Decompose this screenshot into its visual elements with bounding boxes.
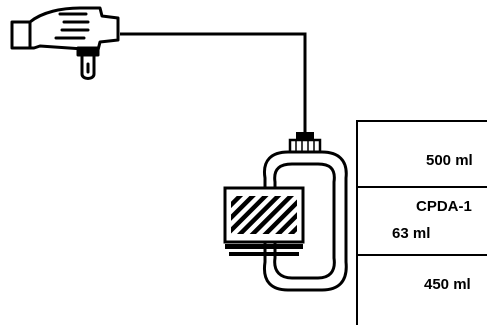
hand-with-needle-icon <box>12 8 118 79</box>
anticoagulant-name-label: CPDA-1 <box>416 198 472 216</box>
bag-label <box>225 188 303 256</box>
bag-volume-label: 500 ml <box>426 152 473 170</box>
legend-row-blood-volume: 450 ml <box>358 256 487 325</box>
collection-tube <box>120 34 305 132</box>
legend-row-anticoagulant: CPDA-1 63 ml <box>358 188 487 256</box>
bag-port <box>290 132 320 152</box>
blood-volume-label: 450 ml <box>424 276 471 294</box>
volume-legend: 500 ml CPDA-1 63 ml 450 ml <box>356 120 487 325</box>
legend-row-bag-volume: 500 ml <box>358 122 487 188</box>
anticoagulant-volume-label: 63 ml <box>392 225 430 243</box>
